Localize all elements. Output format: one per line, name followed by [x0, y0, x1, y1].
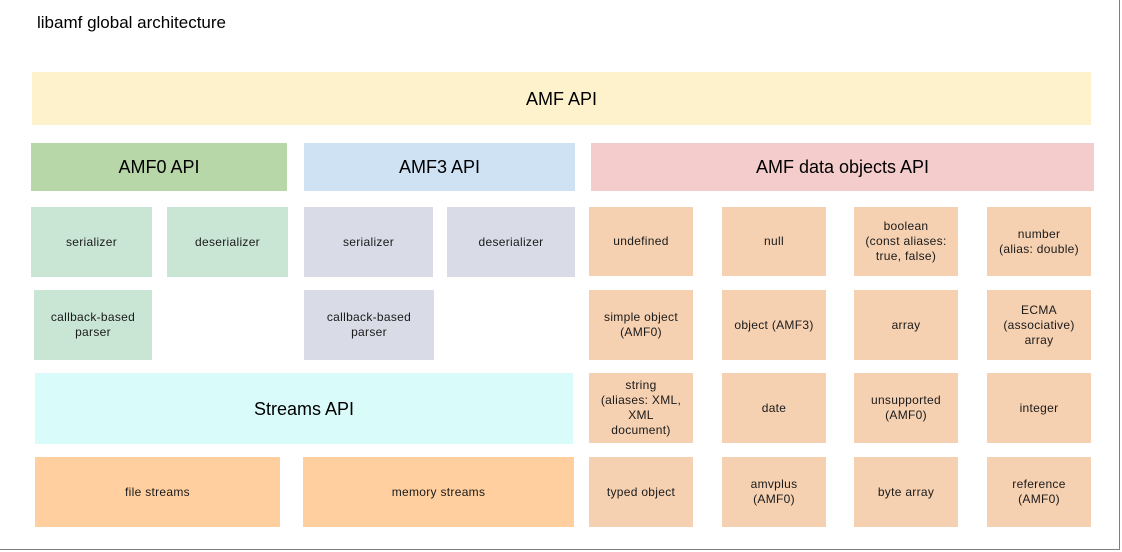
data-object-null: null — [722, 207, 826, 276]
data-object-reference: reference (AMF0) — [987, 457, 1091, 527]
file-streams-box: file streams — [35, 457, 280, 527]
amf3-serializer-box: serializer — [304, 207, 433, 277]
data-object-unsupported: unsupported (AMF0) — [854, 373, 958, 443]
data-object-object-amf3: object (AMF3) — [722, 290, 826, 360]
data-object-string: string (aliases: XML, XML document) — [589, 373, 693, 443]
amf0-api-box: AMF0 API — [31, 143, 287, 191]
amf3-callback-parser-box: callback-based parser — [304, 290, 434, 360]
amf0-callback-parser-box: callback-based parser — [34, 290, 152, 360]
amf3-deserializer-box: deserializer — [447, 207, 575, 277]
streams-api-box: Streams API — [35, 373, 573, 444]
data-object-date: date — [722, 373, 826, 443]
data-object-integer: integer — [987, 373, 1091, 443]
amf0-serializer-box: serializer — [31, 207, 152, 277]
data-object-byte-array: byte array — [854, 457, 958, 527]
amf-data-objects-api-box: AMF data objects API — [591, 143, 1094, 191]
data-object-undefined: undefined — [589, 207, 693, 276]
amf-api-box: AMF API — [32, 72, 1091, 125]
data-object-array: array — [854, 290, 958, 360]
data-object-amvplus: amvplus (AMF0) — [722, 457, 826, 527]
memory-streams-box: memory streams — [303, 457, 574, 527]
data-object-simple-object: simple object (AMF0) — [589, 290, 693, 360]
diagram-title: libamf global architecture — [37, 13, 226, 32]
data-object-ecma-array: ECMA (associative) array — [987, 290, 1091, 360]
amf0-deserializer-box: deserializer — [167, 207, 288, 277]
data-object-boolean: boolean (const aliases: true, false) — [854, 207, 958, 276]
data-object-typed-object: typed object — [589, 457, 693, 527]
data-object-number: number (alias: double) — [987, 207, 1091, 276]
amf3-api-box: AMF3 API — [304, 143, 575, 191]
